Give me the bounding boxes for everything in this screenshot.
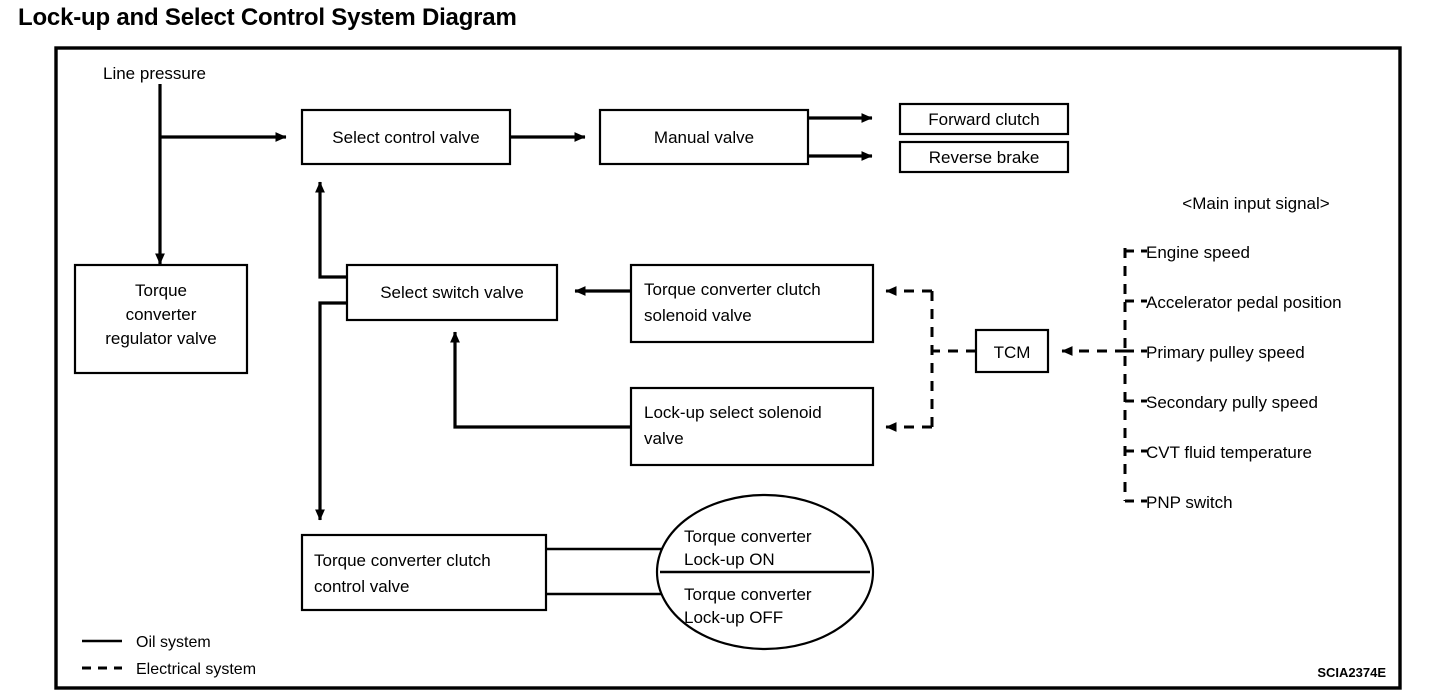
node-label-tc-regulator-line2: converter	[126, 305, 197, 324]
node-label-select-switch-valve: Select switch valve	[380, 283, 524, 302]
node-tc-clutch-control-valve[interactable]: Torque converter clutch control valve	[300, 533, 548, 612]
reference-code: SCIA2374E	[1317, 665, 1386, 680]
node-select-control-valve[interactable]: Select control valve	[300, 108, 512, 166]
node-label-tc-clutch-control-line1: Torque converter clutch	[314, 551, 491, 570]
node-manual-valve[interactable]: Manual valve	[598, 108, 810, 166]
node-lockup-select-solenoid-valve[interactable]: Lock-up select solenoid valve	[629, 386, 875, 467]
node-tc-clutch-solenoid-valve[interactable]: Torque converter clutch solenoid valve	[629, 263, 875, 344]
label-main-input-signal: <Main input signal>	[1182, 194, 1330, 213]
legend-label-oil-system: Oil system	[136, 634, 211, 651]
node-label-select-control-valve: Select control valve	[332, 128, 479, 147]
diagram-frame	[54, 46, 1402, 690]
node-label-reverse-brake: Reverse brake	[929, 148, 1040, 167]
node-torque-converter-regulator-valve[interactable]: Torque converter regulator valve	[73, 263, 249, 375]
input-signal-accelerator-pedal-position: Accelerator pedal position	[1146, 293, 1342, 312]
node-tcm[interactable]: TCM	[974, 328, 1050, 374]
node-label-tc-regulator-line3: regulator valve	[105, 329, 217, 348]
legend-label-electrical-system: Electrical system	[136, 661, 256, 678]
node-label-lockup-select-solenoid-line2: valve	[644, 429, 684, 448]
connector-select-switch-valve-to-tc-clutch-control-valve	[315, 301, 347, 521]
connector-lockup-select-solenoid-to-select-switch-valve	[450, 331, 631, 429]
input-signal-pnp-switch: PNP switch	[1146, 493, 1233, 512]
label-line-pressure: Line pressure	[103, 64, 206, 83]
input-signal-engine-speed: Engine speed	[1146, 243, 1250, 262]
input-signal-secondary-pulley-speed: Secondary pully speed	[1146, 393, 1318, 412]
input-signal-primary-pulley-speed: Primary pulley speed	[1146, 343, 1305, 362]
node-label-lockup-off-line2: Lock-up OFF	[684, 608, 783, 627]
node-label-lockup-off-line1: Torque converter	[684, 585, 812, 604]
node-select-switch-valve[interactable]: Select switch valve	[345, 263, 559, 322]
page-title: Lock-up and Select Control System Diagra…	[18, 4, 517, 31]
node-label-tc-clutch-control-line2: control valve	[314, 577, 409, 596]
node-label-tc-clutch-solenoid-line1: Torque converter clutch	[644, 280, 821, 299]
node-lockup-state-circle[interactable]: Torque converter Lock-up ON Torque conve…	[655, 493, 875, 651]
legend: Oil system Electrical system	[82, 634, 256, 678]
node-label-tcm: TCM	[994, 343, 1031, 362]
node-label-manual-valve: Manual valve	[654, 128, 754, 147]
connector-select-switch-valve-to-select-control-valve	[315, 181, 347, 279]
node-label-tc-clutch-solenoid-line2: solenoid valve	[644, 306, 752, 325]
input-signal-list: Engine speed Accelerator pedal position …	[1146, 243, 1342, 512]
node-label-lockup-on-line1: Torque converter	[684, 527, 812, 546]
node-label-tc-regulator-line1: Torque	[135, 281, 187, 300]
input-signal-cvt-fluid-temperature: CVT fluid temperature	[1146, 443, 1312, 462]
node-label-lockup-select-solenoid-line1: Lock-up select solenoid	[644, 403, 822, 422]
node-forward-clutch[interactable]: Forward clutch	[898, 102, 1070, 136]
node-label-forward-clutch: Forward clutch	[928, 110, 1039, 129]
node-reverse-brake[interactable]: Reverse brake	[898, 140, 1070, 174]
node-label-lockup-on-line2: Lock-up ON	[684, 550, 775, 569]
